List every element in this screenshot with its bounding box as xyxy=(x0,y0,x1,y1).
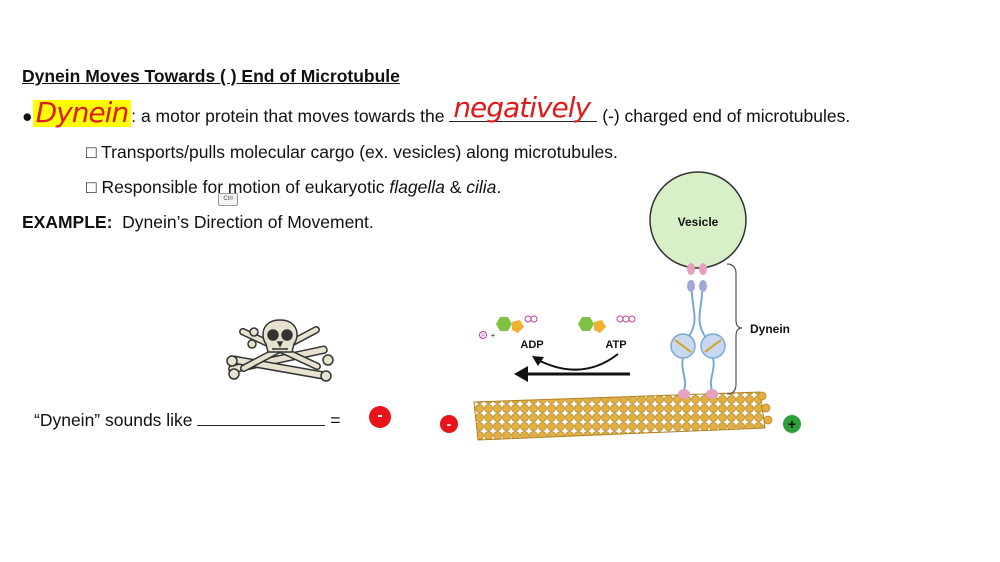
dynein-diagram: - + Vesicle Dynein P + xyxy=(440,171,801,441)
movement-arrowhead-icon xyxy=(514,366,528,382)
handwritten-answer: negatively xyxy=(453,91,591,124)
flagella-text: flagella xyxy=(389,177,445,197)
paste-ctrl-badge[interactable]: Ctrl xyxy=(218,193,238,206)
svg-text:Dynein: Dynein xyxy=(750,322,790,336)
svg-text:Vesicle: Vesicle xyxy=(678,215,719,229)
dynein-motor xyxy=(670,263,726,399)
microtubule xyxy=(473,391,773,441)
sub-item-text: Responsible for motion of eukaryotic xyxy=(101,177,390,197)
skull-and-bones-icon xyxy=(226,319,334,382)
adp-label: ADP xyxy=(520,339,543,351)
definition-text: : a motor protein that moves towards the xyxy=(131,106,445,126)
example-label: EXAMPLE: xyxy=(22,212,113,232)
phosphate-icon: P + xyxy=(479,331,496,340)
hydrolysis-arrow-icon xyxy=(537,353,619,371)
hydrolysis-arrowhead-icon xyxy=(532,356,544,366)
period-text: . xyxy=(496,177,502,197)
vesicle: Vesicle xyxy=(649,171,747,269)
svg-text:+: + xyxy=(491,331,496,340)
sub-item-text: Transports/pulls molecular cargo (ex. ve… xyxy=(101,142,618,162)
atp-molecule-icon xyxy=(578,315,636,333)
dynein-bracket: Dynein xyxy=(726,263,790,395)
svg-text:+: + xyxy=(788,416,796,432)
atp-label: ATP xyxy=(605,339,626,351)
sub-item-transport: □ Transports/pulls molecular cargo (ex. … xyxy=(86,142,618,163)
checkbox-marker: □ xyxy=(86,142,97,162)
sounds-like-text: “Dynein” sounds like xyxy=(34,410,193,430)
sounds-like-line: “Dynein” sounds like = xyxy=(34,410,341,431)
sub-item-motion: □ Responsible for motion of eukaryotic f… xyxy=(86,177,501,198)
example-heading: EXAMPLE: Dynein’s Direction of Movement. xyxy=(22,212,374,233)
cilia-text: cilia xyxy=(466,177,497,197)
plus-end-icon: + xyxy=(783,415,801,433)
bullet-marker: ● xyxy=(22,106,33,126)
equals-sign: = xyxy=(330,410,341,430)
minus-circle-icon: - xyxy=(369,406,391,428)
minus-end-icon: - xyxy=(440,415,458,433)
svg-text:P: P xyxy=(481,334,485,340)
definition-end-text: (-) charged end of microtubules. xyxy=(602,106,851,126)
adp-molecule-icon xyxy=(496,315,538,333)
ampersand-text: & xyxy=(444,177,467,197)
definition-bullet: ●Dynein: a motor protein that moves towa… xyxy=(22,94,851,127)
highlighted-term: Dynein xyxy=(32,99,132,127)
handwritten-term: Dynein xyxy=(35,96,130,129)
checkbox-marker: □ xyxy=(86,177,97,197)
example-text: Dynein’s Direction of Movement. xyxy=(122,212,374,232)
svg-text:-: - xyxy=(447,416,452,432)
page-title: Dynein Moves Towards ( ) End of Microtub… xyxy=(22,66,400,86)
sounds-like-blank xyxy=(197,411,326,426)
answer-blank: negatively xyxy=(449,94,598,122)
